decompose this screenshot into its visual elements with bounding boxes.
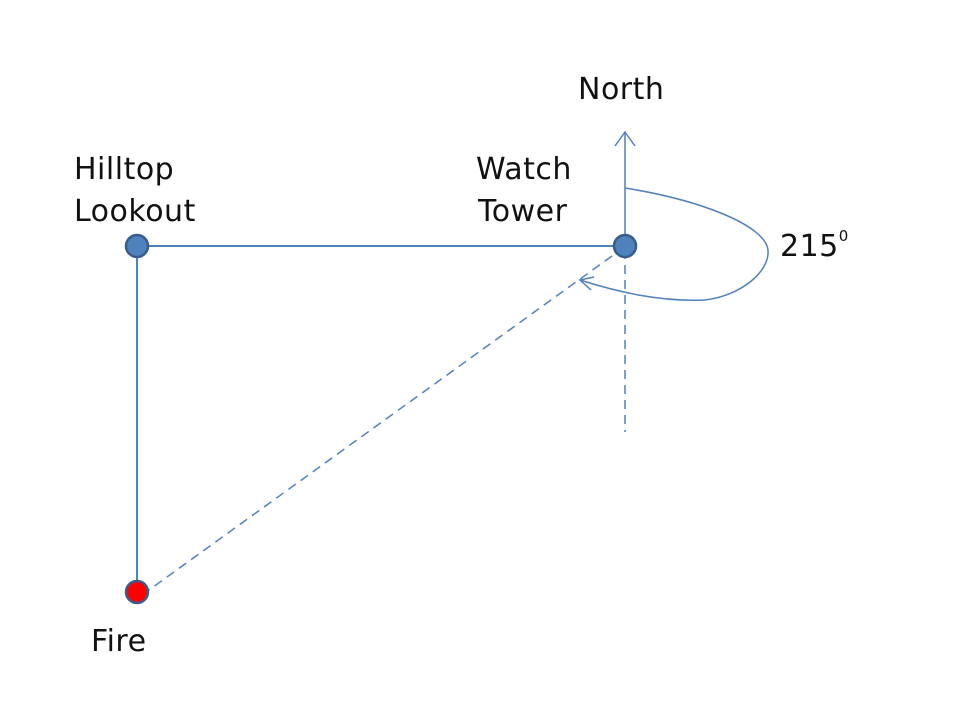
fire-node bbox=[124, 579, 150, 605]
bearing-angle-label: 2150 bbox=[780, 219, 849, 268]
watch-tower-label: Watch Tower bbox=[476, 149, 572, 233]
hilltop-label-line1: Hilltop bbox=[74, 152, 175, 187]
bearing-angle-arc bbox=[579, 187, 769, 302]
arc-arrowhead-icon bbox=[578, 276, 595, 291]
watch-label-line1: Watch bbox=[476, 152, 572, 187]
hilltop-lookout-label: Hilltop Lookout bbox=[74, 149, 196, 233]
hilltop-label-line2: Lookout bbox=[74, 194, 196, 229]
tower-to-fire-dashed-line bbox=[148, 255, 613, 591]
north-label: North bbox=[578, 72, 665, 107]
degree-mark: 0 bbox=[838, 227, 849, 245]
bearing-angle-value: 215 bbox=[780, 229, 839, 264]
watch-label-line2: Tower bbox=[478, 194, 568, 229]
north-arrowhead-icon bbox=[614, 130, 636, 147]
fire-label: Fire bbox=[91, 624, 147, 659]
watch-tower-node bbox=[612, 233, 638, 259]
hilltop-lookout-node bbox=[124, 233, 150, 259]
